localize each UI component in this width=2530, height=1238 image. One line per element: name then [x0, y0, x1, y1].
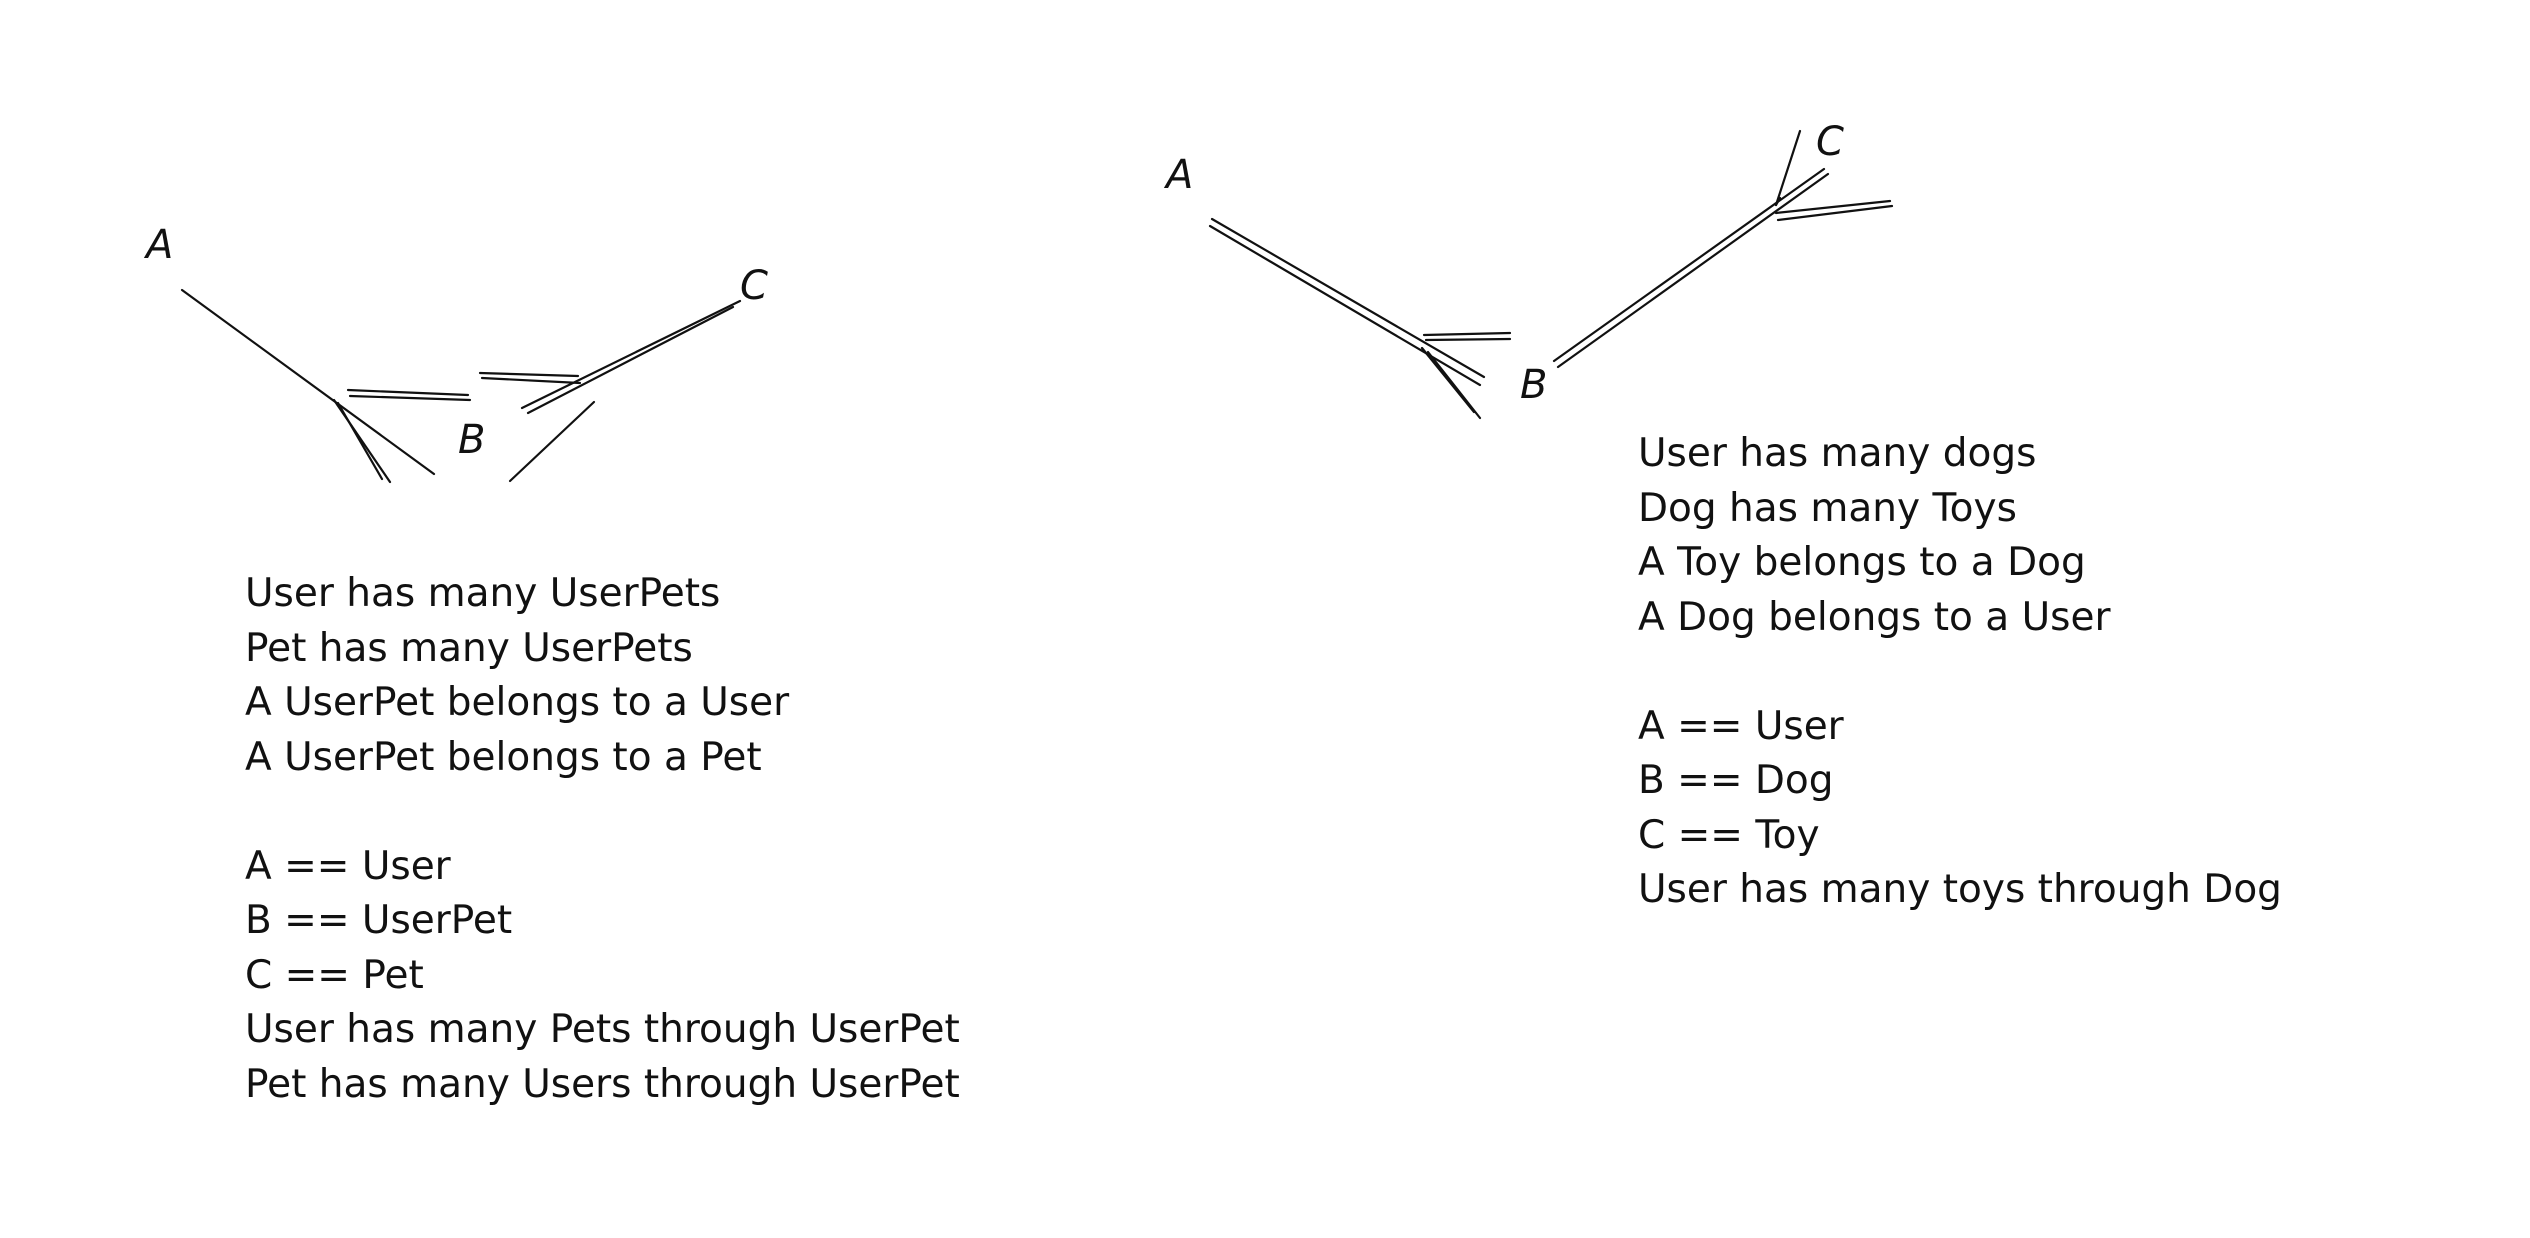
- left-notes: User has many UserPets Pet has many User…: [245, 567, 960, 1112]
- left-mapping: User has many Pets through UserPet: [245, 1007, 960, 1052]
- left-notes-spacer: [245, 785, 960, 840]
- left-crowsfoot-c-b: [508, 400, 596, 483]
- left-node-b-label: B: [458, 417, 485, 463]
- right-mapping: A == User: [1638, 703, 1844, 749]
- left-mapping: C == Pet: [245, 952, 424, 998]
- right-crowsfoot-a-b: [1420, 346, 1476, 414]
- left-mapping: A == User: [245, 843, 451, 889]
- right-crowsfoot-a-b: [1426, 350, 1482, 420]
- left-relationship-diagram: A B C: [143, 222, 768, 484]
- left-edge-c-to-b: [520, 299, 742, 410]
- left-tick-a-b: [346, 388, 470, 397]
- left-tick-c-b: [478, 371, 580, 378]
- left-statement: User has many UserPets: [245, 571, 721, 616]
- right-tick-a-b: [1424, 337, 1512, 342]
- right-node-b-label: B: [1520, 362, 1547, 408]
- right-node-c-label: C: [1816, 119, 1844, 165]
- right-mapping: User has many toys through Dog: [1638, 867, 2282, 912]
- left-mapping: B == UserPet: [245, 898, 513, 943]
- right-edge-b-to-c: [1556, 172, 1830, 369]
- right-notes: User has many dogs Dog has many Toys A T…: [1638, 427, 2282, 918]
- right-crowsfoot-b-c: [1774, 196, 1782, 207]
- right-mapping: C == Toy: [1638, 812, 1820, 858]
- right-statement: A Dog belongs to a User: [1638, 594, 2111, 640]
- left-statement: Pet has many UserPets: [245, 625, 693, 671]
- right-node-a-label: A: [1163, 152, 1193, 198]
- right-crowsfoot-b-c: [1776, 204, 1894, 222]
- right-crowsfoot-b-c: [1774, 129, 1802, 207]
- left-tick-a-b: [348, 394, 472, 402]
- right-edge-b-to-c: [1552, 167, 1826, 363]
- right-statement: User has many dogs: [1638, 431, 2037, 476]
- left-edge-a-to-b: [180, 288, 436, 476]
- left-tick-c-b: [480, 376, 582, 385]
- right-statement: A Toy belongs to a Dog: [1638, 540, 2086, 585]
- right-relationship-diagram: A B C: [1163, 119, 1894, 420]
- left-mapping: Pet has many Users through UserPet: [245, 1061, 960, 1107]
- right-edge-a-to-b: [1208, 224, 1482, 387]
- left-crowsfoot-a-b: [336, 401, 384, 481]
- left-node-a-label: A: [143, 222, 173, 268]
- right-notes-spacer: [1638, 645, 2282, 700]
- right-statement: Dog has many Toys: [1638, 485, 2017, 531]
- right-mapping: B == Dog: [1638, 758, 1834, 803]
- left-node-c-label: C: [740, 263, 768, 309]
- right-edge-a-to-b: [1210, 217, 1486, 379]
- left-edge-c-to-b: [526, 305, 735, 415]
- left-statement: A UserPet belongs to a Pet: [245, 734, 762, 780]
- right-crowsfoot-b-c: [1774, 199, 1892, 215]
- left-statement: A UserPet belongs to a User: [245, 680, 790, 725]
- right-tick-a-b: [1422, 331, 1512, 337]
